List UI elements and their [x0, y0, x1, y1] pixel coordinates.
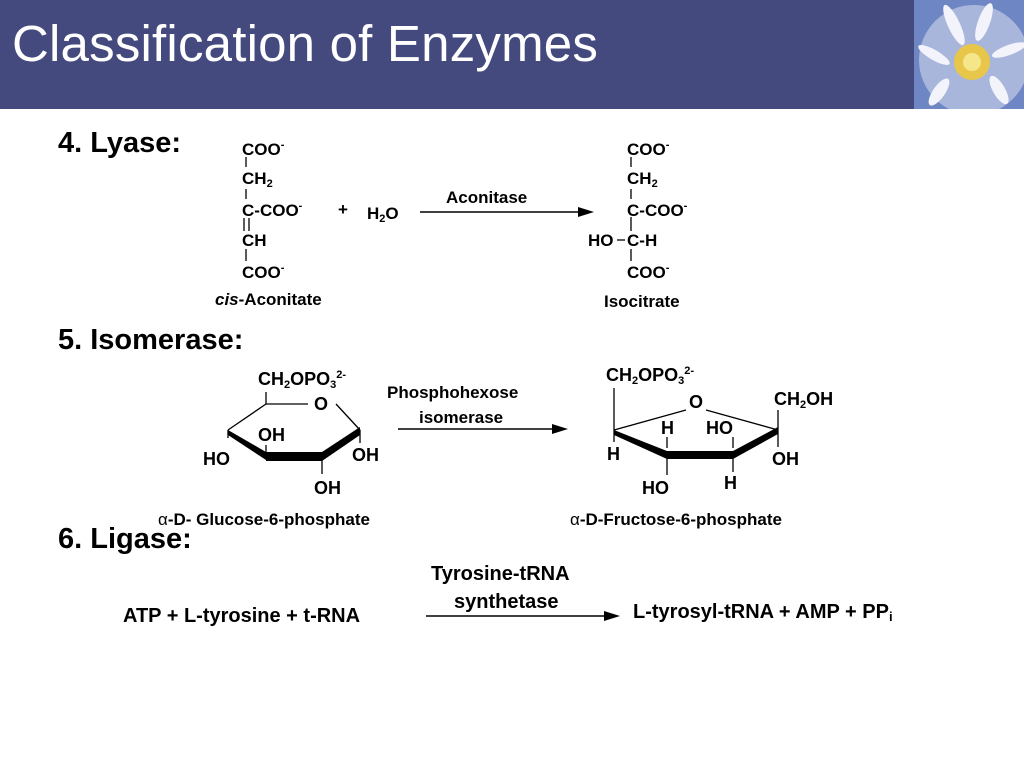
g-charge: 2- — [336, 369, 347, 381]
glucose-oh-bottom: OH — [314, 478, 341, 498]
subscript-2: 2 — [800, 399, 807, 411]
water-sub: 2 — [379, 213, 386, 225]
charge-minus: - — [683, 200, 688, 212]
aconitate-c-coo-text: C-COO — [242, 201, 299, 220]
g-ch: CH — [258, 369, 284, 389]
aconitate-coo-bottom: COO- — [242, 262, 285, 282]
plus-sign: + — [338, 200, 348, 219]
subscript-2: 2 — [284, 379, 291, 391]
aconitate-ch2-text: CH — [242, 169, 267, 188]
f-opo: OPO — [638, 365, 679, 385]
tyrosine-trna-label-line2: synthetase — [454, 591, 559, 613]
alpha-symbol: α — [570, 510, 580, 529]
isocitrate-coo-bottom: COO- — [627, 262, 670, 282]
aconitase-label: Aconitase — [446, 188, 528, 207]
fructose-ring-o: O — [689, 392, 704, 412]
phosphohexose-label-line2: isomerase — [419, 408, 504, 427]
aconitate-coo-bottom-text: COO — [242, 263, 281, 282]
cis-prefix: cis — [215, 290, 239, 309]
glucose-name: -D- Glucose-6-phosphate — [167, 510, 370, 529]
f-ch: CH — [606, 365, 632, 385]
phosphohexose-label-line1: Phosphohexose — [387, 383, 519, 402]
isocitrate-ch2: CH2 — [627, 170, 658, 190]
f-charge: 2- — [684, 365, 695, 377]
isomerase-heading: 5. Isomerase: — [58, 324, 244, 356]
isocitrate-c-coo: C-COO- — [627, 200, 688, 220]
fructose-h-inner: H — [661, 418, 674, 438]
title-bar: Classification of Enzymes — [0, 0, 1024, 109]
fructose-h-bottom: H — [724, 473, 737, 493]
fructose-ch2oh: CH2OH — [774, 390, 833, 411]
isocitrate-ch2-text: CH — [627, 169, 652, 188]
fructose-ho-inner: HO — [706, 418, 733, 438]
alpha-symbol: α — [158, 510, 168, 529]
glucose-ring-o: O — [314, 394, 329, 414]
water-o: O — [385, 204, 399, 223]
charge-minus: - — [665, 262, 670, 274]
fructose-oh-right: OH — [772, 449, 799, 469]
aconitate-coo-top: COO- — [242, 139, 285, 159]
aconitate-ch: CH — [242, 231, 267, 250]
f-ch2oh-ch: CH — [774, 389, 800, 409]
glucose-oh-inner: OH — [258, 425, 285, 445]
subscript-3: 3 — [330, 379, 337, 391]
charge-minus: - — [280, 139, 285, 151]
fructose-name: -D-Fructose-6-phosphate — [579, 510, 782, 529]
cis-aconitate-label: cis-Aconitate — [215, 290, 322, 310]
isocitrate-c-h: C-H — [627, 231, 658, 250]
isocitrate-c-coo-text: C-COO — [627, 201, 684, 220]
water: H2O — [367, 205, 399, 225]
glucose-oh-right: OH — [352, 445, 379, 465]
aconitate-name: -Aconitate — [238, 290, 322, 309]
slide-title: Classification of Enzymes — [12, 15, 599, 72]
isocitrate-coo-top-text: COO — [627, 140, 666, 159]
aconitate-c-coo: C-COO- — [242, 200, 303, 220]
isocitrate-coo-top: COO- — [627, 139, 670, 159]
glucose-label: α-D- Glucose-6-phosphate — [158, 510, 370, 530]
lyase-heading: 4. Lyase: — [58, 127, 182, 159]
subscript-3: 3 — [678, 375, 685, 387]
isocitrate-coo-bottom-text: COO — [627, 263, 666, 282]
ligase-heading: 6. Ligase: — [58, 523, 192, 555]
pp-subscript: i — [888, 609, 893, 624]
isocitrate-ho: HO — [588, 231, 614, 250]
subscript-2: 2 — [651, 178, 658, 190]
aconitate-coo-top-text: COO — [242, 140, 281, 159]
subscript-2: 2 — [266, 178, 273, 190]
ligase-reactants: ATP + L-tyrosine + t-RNA — [123, 605, 361, 627]
g-opo: OPO — [290, 369, 331, 389]
water-h: H — [367, 204, 380, 223]
charge-minus: - — [665, 139, 670, 151]
flower-photo — [914, 0, 1024, 109]
subscript-2: 2 — [632, 375, 639, 387]
aconitate-ch2: CH2 — [242, 170, 273, 190]
ligase-products: L-tyrosyl-tRNA + AMP + PPi — [633, 601, 893, 624]
glucose-ho-left: HO — [203, 449, 230, 469]
tyrosine-trna-label-line1: Tyrosine-tRNA — [431, 563, 570, 585]
glucose-ch2opo3: CH2OPO32- — [258, 370, 346, 391]
isocitrate-label: Isocitrate — [604, 292, 680, 311]
fructose-ch2opo3: CH2OPO32- — [606, 366, 694, 387]
fructose-h-left: H — [607, 444, 620, 464]
fructose-label: α-D-Fructose-6-phosphate — [570, 510, 782, 530]
ligase-products-text: L-tyrosyl-tRNA + AMP + PP — [633, 601, 889, 623]
f-ch2oh-oh: OH — [806, 389, 834, 409]
fructose-ho-bottom: HO — [642, 478, 669, 498]
charge-minus: - — [280, 262, 285, 274]
charge-minus: - — [298, 200, 303, 212]
